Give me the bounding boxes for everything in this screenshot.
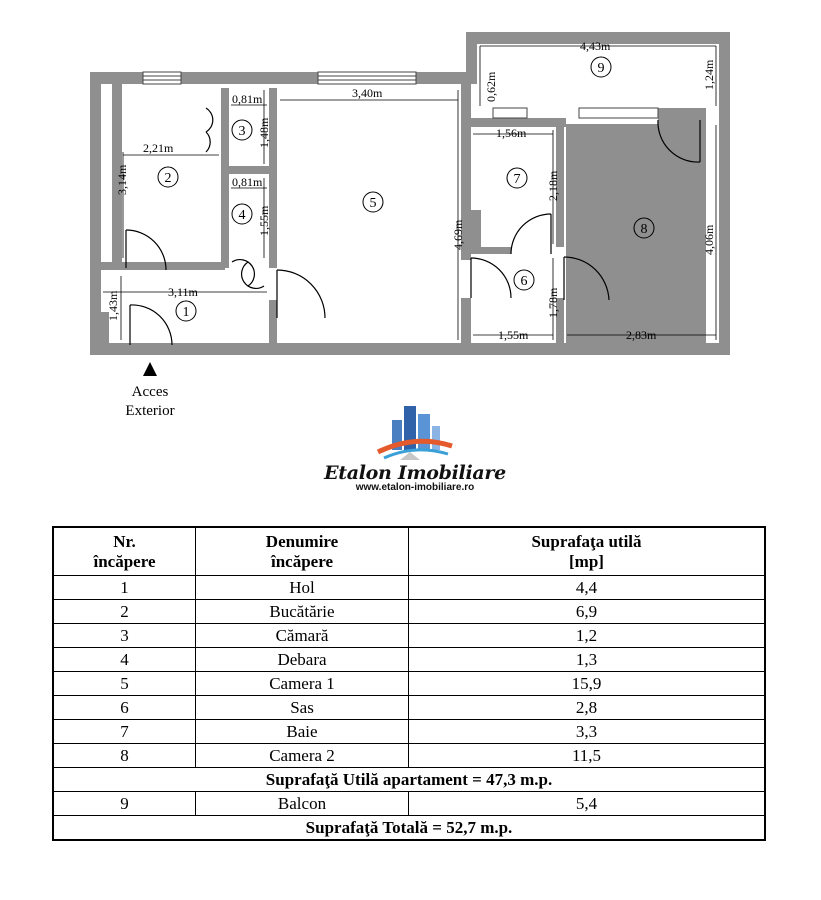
room-number-cell: 2: [52, 599, 196, 624]
dim-room4-height: 1,55m: [257, 205, 271, 236]
room-name-cell: Camera 1: [195, 671, 409, 696]
header-room-number: Nr.încăpere: [52, 526, 196, 576]
room-name-cell: Cămară: [195, 623, 409, 648]
area-cell: 6,9: [408, 599, 766, 624]
dimension-lines: [103, 45, 717, 340]
doors: [125, 107, 701, 346]
area-cell: 1,2: [408, 623, 766, 648]
area-cell: 11,5: [408, 743, 766, 768]
dim-room1-height: 1,43m: [106, 290, 120, 321]
grand-total-row: Suprafaţă Totală = 52,7 m.p.: [52, 815, 766, 841]
dim-room5-width: 3,40m: [352, 86, 383, 100]
dim-room8-width: 2,83m: [626, 328, 657, 342]
dim-room5-height: 4,69m: [451, 219, 465, 250]
room-number-cell: 7: [52, 719, 196, 744]
dim-room2-height: 3,14m: [115, 164, 129, 195]
room-markers: [157, 56, 655, 322]
room-name-cell: Camera 2: [195, 743, 409, 768]
dim-room7-height: 2,18m: [546, 170, 560, 201]
grand-total-text: Suprafaţă Totală = 52,7 m.p.: [52, 815, 766, 841]
room-number-cell: 5: [52, 671, 196, 696]
access-arrow-icon: [143, 362, 157, 376]
area-cell: 15,9: [408, 671, 766, 696]
room-number-6: 6: [521, 274, 528, 289]
dim-room6-width: 1,55m: [498, 328, 529, 342]
dim-room4-width: 0,81m: [232, 175, 263, 189]
room-name-cell: Sas: [195, 695, 409, 720]
room-number-7: 7: [514, 172, 521, 187]
logo-website: www.etalon-imobiliare.ro: [355, 482, 475, 493]
floor-plan: 2,21m 3,14m 3,40m 4,69m 0,81m 1,48m 0,81…: [90, 32, 730, 419]
header-useful-area: Suprafaţa utilă[mp]: [408, 526, 766, 576]
dimension-labels: 2,21m 3,14m 3,40m 4,69m 0,81m 1,48m 0,81…: [106, 39, 716, 342]
dim-room7-width: 1,56m: [496, 126, 527, 140]
walls: [90, 32, 730, 355]
room-number-cell: 3: [52, 623, 196, 648]
room-number-cell: 8: [52, 743, 196, 768]
util-total-row: Suprafaţă Utilă apartament = 47,3 m.p.: [52, 767, 766, 792]
room-name-cell: Hol: [195, 575, 409, 600]
dim-room9-side: 1,24m: [702, 59, 716, 90]
room-number-2: 2: [165, 171, 172, 186]
logo-company-name: Etalon Imobiliare: [324, 462, 506, 484]
room-number-5: 5: [370, 196, 377, 211]
dim-room2-width: 2,21m: [143, 141, 174, 155]
company-logo: [376, 406, 453, 460]
room-name-cell: Baie: [195, 719, 409, 744]
room-number-cell: 6: [52, 695, 196, 720]
dim-room9-depth: 0,62m: [484, 71, 498, 102]
dim-room3-width: 0,81m: [232, 92, 263, 106]
area-cell: 2,8: [408, 695, 766, 720]
access-label-line2: Exterior: [125, 403, 174, 419]
room-number-cell: 1: [52, 575, 196, 600]
area-cell: 3,3: [408, 719, 766, 744]
access-label-line1: Acces: [132, 384, 169, 400]
dim-room9-width: 4,43m: [580, 39, 611, 53]
util-total-text: Suprafaţă Utilă apartament = 47,3 m.p.: [52, 767, 766, 792]
room-number-9: 9: [598, 61, 605, 76]
room-numbers: 1 2 3 4 5 6 7 8 9: [165, 61, 648, 320]
area-cell: 5,4: [408, 791, 766, 816]
dim-room6-height: 1,78m: [546, 287, 560, 318]
dim-room8-height: 4,06m: [702, 224, 716, 255]
room-name-cell: Balcon: [195, 791, 409, 816]
dim-room3-height: 1,48m: [257, 117, 271, 148]
area-cell: 1,3: [408, 647, 766, 672]
room-name-cell: Debara: [195, 647, 409, 672]
room-number-cell: 9: [52, 791, 196, 816]
room-name-cell: Bucătărie: [195, 599, 409, 624]
room-number-1: 1: [183, 305, 190, 320]
room-number-cell: 4: [52, 647, 196, 672]
windows: [142, 71, 659, 119]
area-cell: 4,4: [408, 575, 766, 600]
room-number-4: 4: [239, 208, 246, 223]
dim-room1-width: 3,11m: [168, 285, 199, 299]
room-number-3: 3: [239, 124, 246, 139]
room-number-8: 8: [641, 222, 648, 237]
building-logo-icon: [376, 406, 453, 460]
